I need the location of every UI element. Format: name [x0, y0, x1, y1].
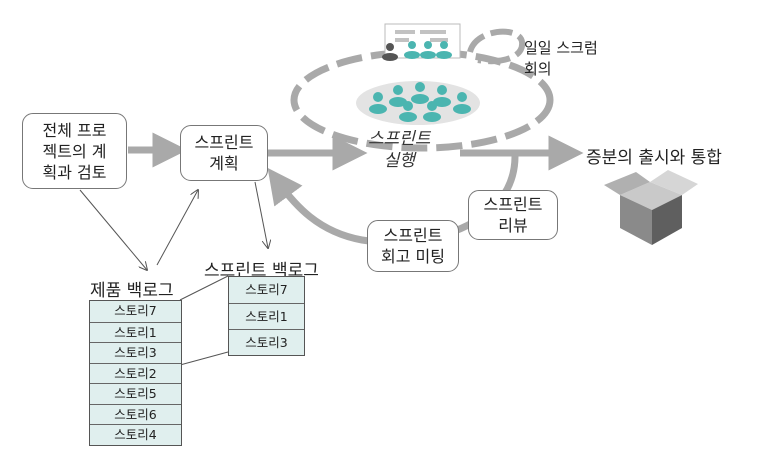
retro-meeting-line2: 회고 미팅	[381, 247, 445, 266]
backlog-link-top	[179, 275, 229, 301]
overall-review-line3: 획과 검토	[42, 162, 107, 182]
sprint-backlog-row: 스토리7	[229, 277, 304, 303]
sprint-review-line1: 스프린트	[483, 195, 543, 214]
daily-scrum-line2: 회의	[524, 60, 552, 78]
package-box-icon	[604, 170, 698, 245]
sprint-review-line2: 리뷰	[498, 216, 528, 235]
sprint-backlog-table: 스토리7 스토리1 스토리3	[228, 276, 305, 356]
product-backlog-table: 스토리7 스토리1 스토리3 스토리2 스토리5 스토리6 스토리4	[89, 300, 182, 446]
product-backlog-row: 스토리1	[90, 321, 181, 342]
arrow-product-backlog-to-plan	[156, 190, 198, 266]
sprint-exec-label: 스프린트 실행	[368, 128, 431, 172]
sprint-review-box: 스프린트 리뷰	[468, 190, 558, 240]
sprint-plan-line1: 스프린트	[194, 133, 254, 152]
people-group-icon	[382, 41, 452, 61]
product-backlog-title: 제품 백로그	[90, 281, 174, 301]
arrow-plan-to-sprint-backlog	[254, 181, 268, 248]
product-backlog-row: 스토리7	[90, 301, 181, 322]
product-backlog-row: 스토리2	[90, 362, 181, 383]
product-backlog-row: 스토리6	[90, 403, 181, 424]
product-backlog-row: 스토리5	[90, 383, 181, 404]
arrow-overall-to-product-backlog	[79, 189, 147, 270]
overall-review-line1: 전체 프로	[42, 120, 107, 140]
overall-review-line2: 젝트의 계	[42, 141, 107, 161]
sprint-plan-box: 스프린트 계획	[180, 125, 268, 181]
sprint-backlog-row: 스토리1	[229, 303, 304, 329]
product-backlog-row: 스토리3	[90, 342, 181, 363]
daily-scrum-label: 일일 스크럼 회의	[524, 38, 598, 80]
sprint-plan-line2: 계획	[209, 154, 239, 173]
sprint-team-icon	[356, 81, 480, 125]
daily-scrum-line1: 일일 스크럼	[524, 39, 598, 57]
daily-scrum-loop	[467, 28, 525, 65]
backlog-link-bottom	[179, 351, 229, 366]
overall-review-box: 전체 프로 젝트의 계 획과 검토	[22, 113, 127, 189]
sprint-exec-line1: 스프린트	[368, 129, 431, 149]
sprint-backlog-row: 스토리3	[229, 329, 304, 355]
retro-meeting-line1: 스프린트	[383, 226, 443, 245]
product-backlog-row: 스토리4	[90, 424, 181, 445]
increment-release-label: 증분의 출시와 통합	[586, 148, 722, 168]
sprint-exec-line2: 실행	[383, 151, 415, 171]
retro-meeting-box: 스프린트 회고 미팅	[367, 220, 459, 272]
